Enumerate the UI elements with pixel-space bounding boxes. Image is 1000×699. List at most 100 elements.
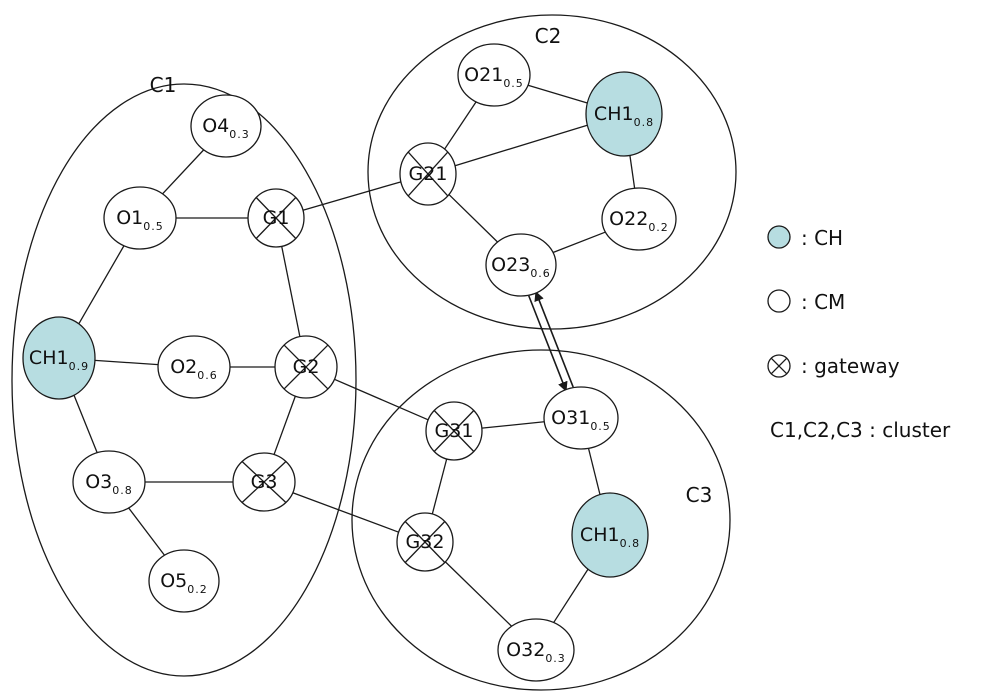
- edge-c1-ch1-c1-o2: [94, 359, 159, 366]
- arrow-o23-to-o31: [528, 295, 568, 392]
- cluster-c1-boundary: [11, 83, 357, 677]
- node-label: O10.5: [116, 207, 164, 233]
- node-weight: 0.9: [69, 360, 90, 373]
- cluster-member-node-shape: [157, 335, 231, 399]
- legend-ch-icon: [767, 225, 791, 249]
- gateway-cross-line: [283, 344, 329, 390]
- cluster-c3-label: C3: [686, 483, 713, 507]
- node-label: CH10.8: [594, 103, 654, 129]
- edge-c3-g32-c3-o32: [444, 561, 513, 627]
- edge-c1-g1-c2-g21: [302, 181, 402, 211]
- edge-c3-g31-c3-g32: [431, 458, 448, 515]
- node-name: O1: [116, 207, 143, 229]
- node-weight: 0.5: [590, 420, 611, 433]
- node-c1-g3: G3: [232, 452, 296, 512]
- node-label: O210.5: [464, 64, 524, 90]
- edge-c1-g2-c1-g3: [273, 395, 296, 455]
- node-c3-ch1: CH10.8: [571, 492, 649, 578]
- edge-c1-o3-c1-o5: [128, 507, 166, 556]
- edge-c2-g21-c2-ch1: [454, 124, 588, 167]
- cluster-head-node-shape: [571, 492, 649, 578]
- gateway-cross-line: [255, 197, 297, 239]
- node-c1-o3: O30.8: [72, 450, 146, 514]
- node-weight: 0.3: [545, 652, 566, 665]
- legend-clusters-label: C1,C2,C3 : cluster: [770, 418, 951, 442]
- node-label: O320.3: [506, 639, 566, 665]
- edge-c2-g21-c2-o23: [448, 194, 498, 243]
- node-c3-o31: O310.5: [543, 386, 619, 450]
- node-label: G21: [409, 163, 448, 185]
- gateway-cross-line: [433, 410, 475, 452]
- cluster-member-node-shape: [457, 43, 531, 107]
- node-weight: 0.2: [648, 221, 669, 234]
- node-c1-o2: O20.6: [157, 335, 231, 399]
- node-c3-g32: G32: [396, 512, 454, 572]
- node-label: O220.2: [609, 208, 669, 234]
- node-label: O30.8: [85, 471, 133, 497]
- cluster-c3-boundary: [351, 349, 731, 691]
- gateway-cross-line: [241, 461, 287, 503]
- legend-ch-label: : CH: [801, 226, 843, 250]
- node-weight: 0.2: [187, 583, 208, 596]
- node-label: O40.3: [202, 115, 250, 141]
- cluster-head-node-shape: [585, 71, 663, 157]
- node-label: G31: [435, 420, 474, 442]
- legend-cm-label: : CM: [801, 290, 845, 314]
- edge-c1-ch1-c1-o3: [73, 395, 98, 453]
- node-c1-o1: O10.5: [103, 186, 177, 250]
- edge-c1-g1-c1-g2: [281, 246, 301, 337]
- cluster-head-node-shape: [22, 316, 96, 400]
- node-label: CH10.9: [29, 347, 89, 373]
- clusters: C1 C2 C3: [11, 14, 737, 691]
- node-name: CH1: [580, 524, 620, 546]
- edge-c2-o21-c2-g21: [444, 101, 477, 150]
- node-name: G1: [263, 207, 290, 229]
- node-c1-o4: O40.3: [190, 94, 262, 158]
- gateway-cross-line: [404, 521, 446, 563]
- arrow-layer: [528, 290, 574, 392]
- node-name: G31: [435, 420, 474, 442]
- cluster-c1-label: C1: [150, 73, 177, 97]
- node-name: O4: [202, 115, 229, 137]
- node-name: O2: [170, 356, 197, 378]
- node-c1-g2: G2: [274, 335, 338, 399]
- node-label: O50.2: [160, 570, 208, 596]
- node-label: O20.6: [170, 356, 218, 382]
- node-name: O5: [160, 570, 187, 592]
- cluster-member-node-shape: [190, 94, 262, 158]
- edge-c3-o32-c3-ch1: [553, 568, 589, 623]
- node-label: O310.5: [551, 407, 611, 433]
- node-c1-o5: O50.2: [148, 549, 220, 613]
- node-name: O21: [464, 64, 503, 86]
- node-name: O23: [491, 254, 530, 276]
- edge-c1-g3-c3-g32: [292, 492, 399, 533]
- node-weight: 0.5: [143, 220, 164, 233]
- node-name: O32: [506, 639, 545, 661]
- node-weight: 0.8: [620, 537, 641, 550]
- cluster-member-node-shape: [497, 618, 575, 682]
- edge-c3-g31-c3-o31: [481, 421, 545, 429]
- node-weight: 0.8: [112, 484, 133, 497]
- cluster-member-node-shape: [543, 386, 619, 450]
- gateway-cross-line: [407, 151, 449, 197]
- node-weight: 0.5: [503, 77, 524, 90]
- node-c2-o23: O230.6: [485, 233, 557, 297]
- node-name: G2: [293, 356, 320, 378]
- node-c2-o22: O220.2: [601, 187, 677, 251]
- node-c2-ch1: CH10.8: [585, 71, 663, 157]
- cluster-member-node-shape: [72, 450, 146, 514]
- node-name: O22: [609, 208, 648, 230]
- node-name: G21: [409, 163, 448, 185]
- cluster-c2-boundary: [367, 14, 737, 330]
- cluster-member-node-shape: [485, 233, 557, 297]
- cluster-c2-label: C2: [535, 24, 562, 48]
- node-weight: 0.6: [197, 369, 218, 382]
- edge-c2-ch1-c2-o22: [629, 155, 636, 189]
- cluster-member-node-shape: [148, 549, 220, 613]
- node-name: G32: [406, 531, 445, 553]
- node-c2-o21: O210.5: [457, 43, 531, 107]
- node-label: G32: [406, 531, 445, 553]
- node-name: G3: [251, 471, 278, 493]
